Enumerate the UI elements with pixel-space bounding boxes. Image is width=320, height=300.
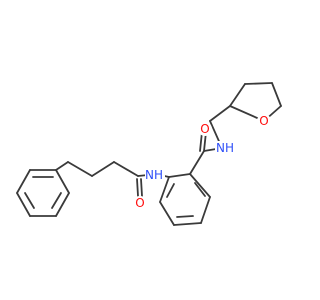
bond-phenyl bbox=[55, 169, 70, 194]
bond-phenyl-inner bbox=[24, 192, 35, 209]
atom-label-layer: O NH O NH O bbox=[133, 114, 271, 210]
bond-chain-phenyl bbox=[55, 161, 69, 171]
atom-label-o-carbonyl-1: O bbox=[200, 122, 209, 136]
bond-benzene bbox=[159, 176, 170, 203]
oxygen-atom-ring: O bbox=[257, 114, 271, 128]
bond-chain bbox=[113, 161, 139, 177]
bond-layer bbox=[16, 82, 282, 226]
bond-thf-ring bbox=[271, 82, 282, 107]
atom-label-nh-amide-1: NH bbox=[216, 141, 234, 155]
bond-benzene-inner bbox=[166, 183, 175, 198]
nitrogen-atom-amide-1: NH bbox=[215, 141, 235, 155]
atom-label-o-carbonyl-2: O bbox=[135, 196, 144, 210]
bond-benzene-inner bbox=[176, 215, 194, 218]
molecule-diagram: O NH O NH O bbox=[16, 82, 282, 226]
bond-thf-ring bbox=[229, 83, 246, 107]
bond-benzene bbox=[168, 173, 191, 178]
bond-ch2-thf bbox=[209, 105, 231, 122]
bond-benzene bbox=[173, 222, 202, 226]
bond-carbonyl-double bbox=[199, 131, 203, 152]
bond-benzene bbox=[159, 201, 175, 226]
oxygen-atom-carbonyl-2: O bbox=[133, 196, 147, 210]
bond-carbonyl-double bbox=[140, 178, 143, 197]
bond-phenyl bbox=[16, 169, 31, 194]
nitrogen-atom-amide-2: NH bbox=[145, 168, 165, 182]
atom-label-nh-amide-2: NH bbox=[145, 168, 163, 182]
bond-carbonyl-ring bbox=[189, 150, 205, 175]
bond-chain bbox=[91, 161, 115, 177]
bond-phenyl bbox=[55, 192, 70, 217]
bond-phenyl bbox=[16, 192, 31, 217]
bond-thf-ring bbox=[244, 82, 273, 85]
bond-phenyl-inner bbox=[51, 192, 62, 209]
bond-benzene-inner bbox=[194, 182, 206, 197]
bond-chain bbox=[67, 161, 93, 177]
bond-carbonyl-double bbox=[136, 178, 139, 197]
oxygen-atom-carbonyl-1: O bbox=[198, 122, 212, 136]
bond-benzene bbox=[200, 196, 211, 224]
atom-label-o-ring: O bbox=[259, 114, 268, 128]
bond-benzene bbox=[189, 173, 211, 198]
